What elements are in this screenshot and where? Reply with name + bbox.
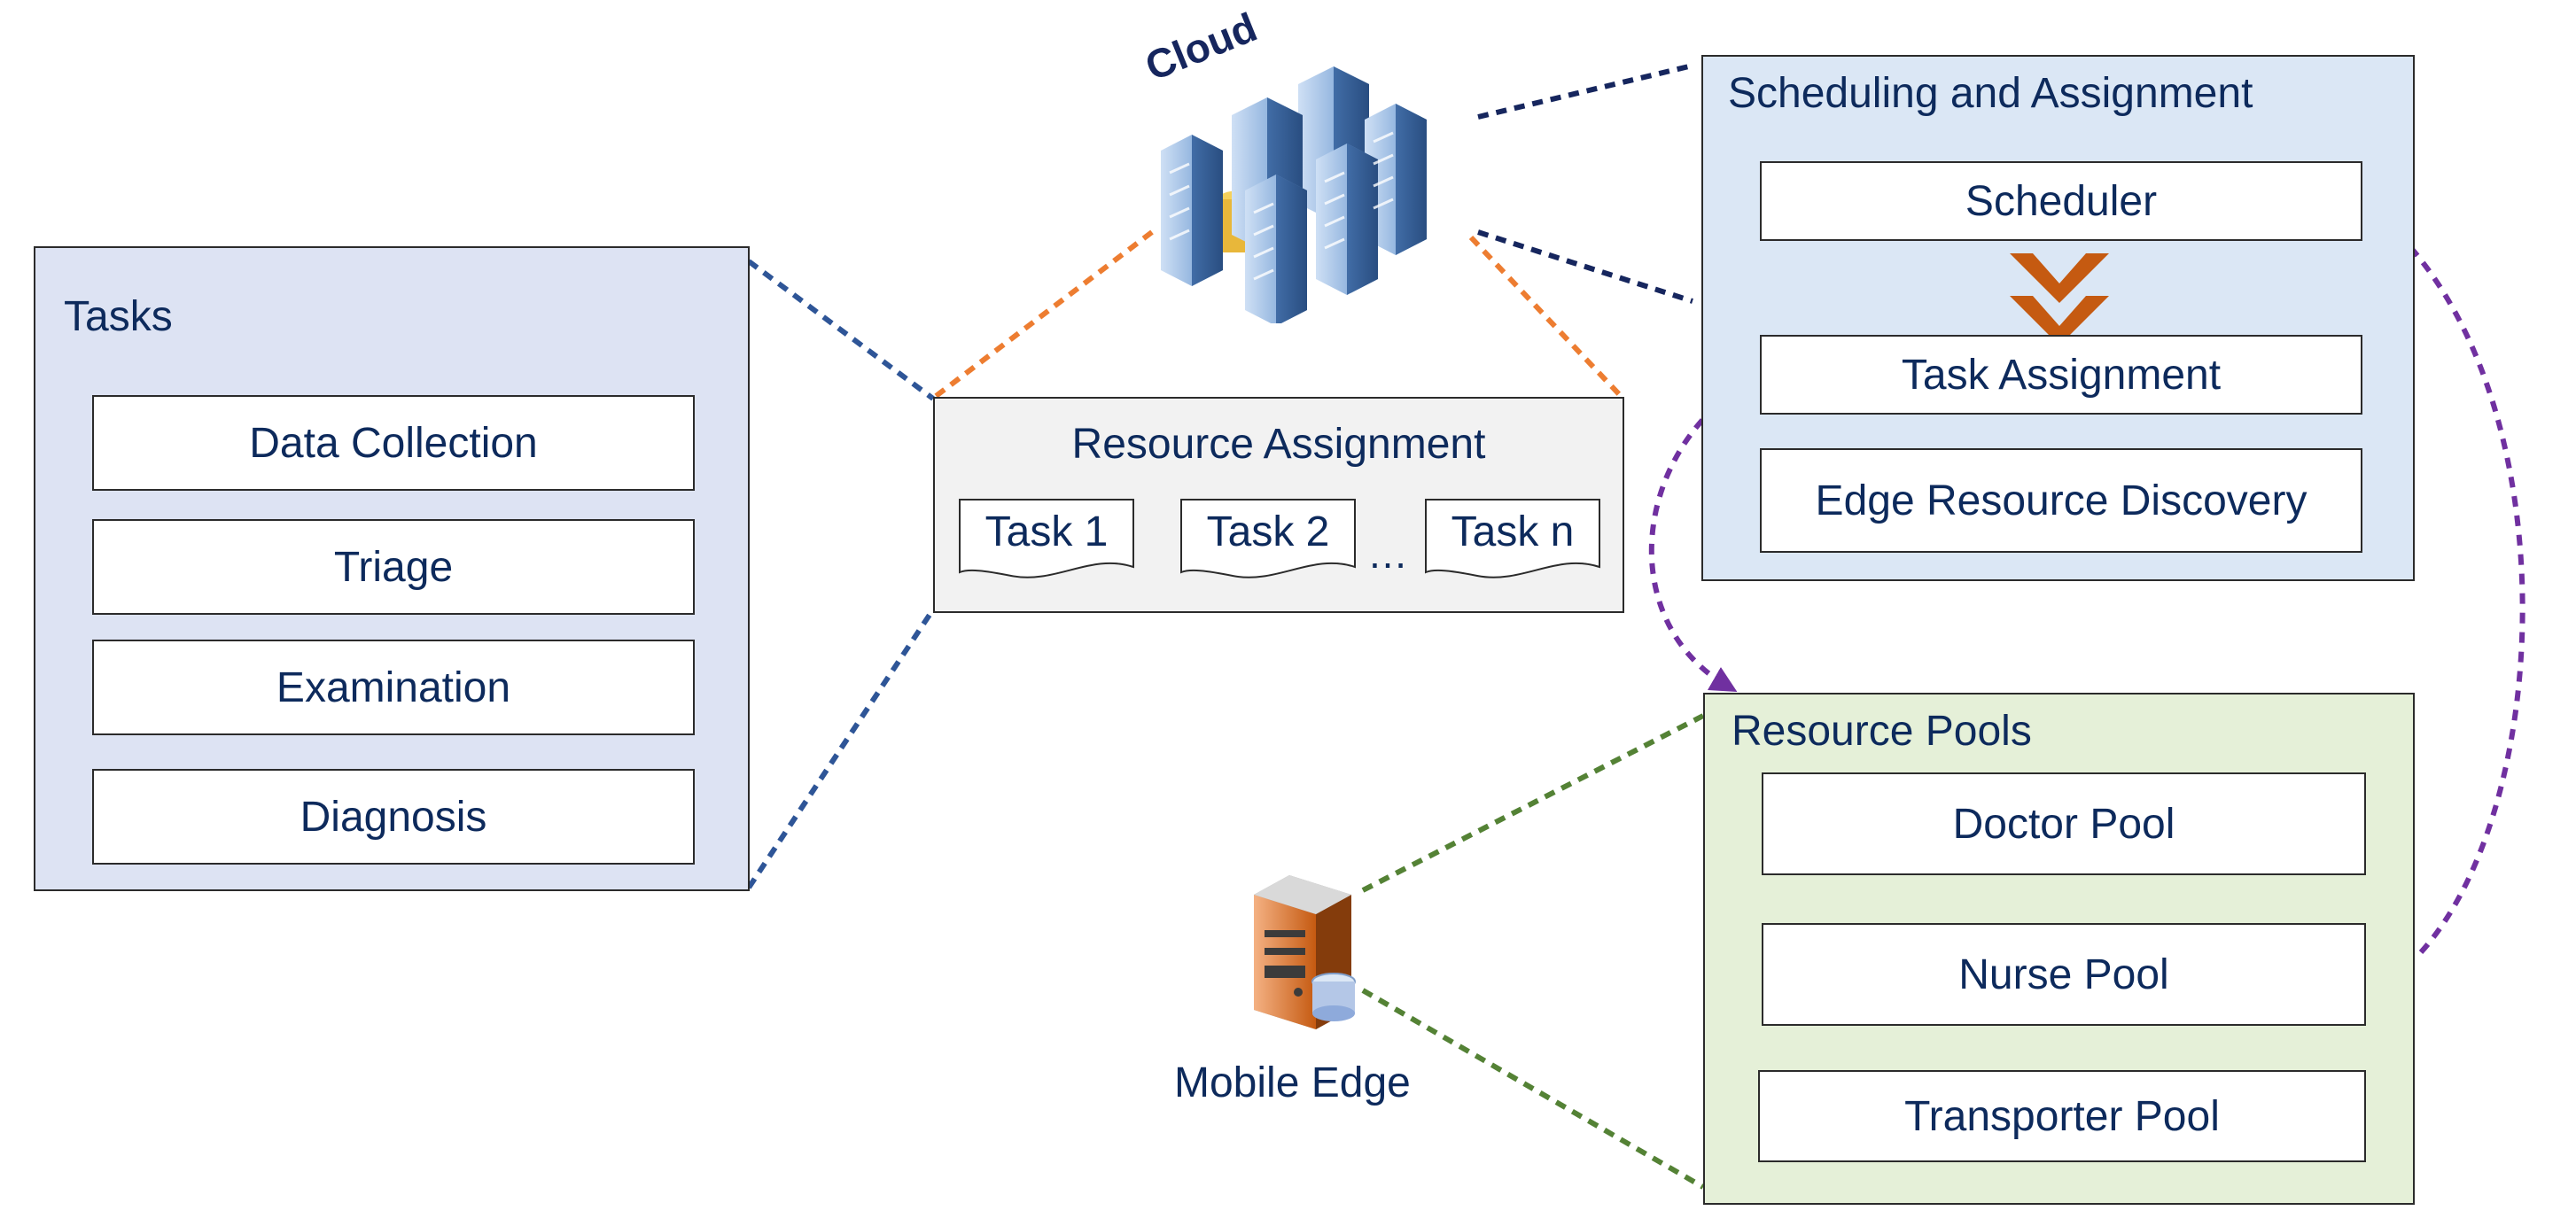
resource-pools-panel: Resource Pools Doctor Pool Nurse Pool Tr…: [1703, 693, 2415, 1205]
tasks-panel: Tasks Data Collection Triage Examination…: [34, 246, 750, 891]
cloud-servers-icon: [1152, 49, 1471, 326]
task-doc-n: Task n: [1424, 498, 1601, 583]
chevron-down-icon: [2006, 248, 2113, 354]
task-item-data-collection: Data Collection: [92, 395, 695, 491]
task-doc-ellipsis: …: [1367, 531, 1408, 577]
task-item-triage: Triage: [92, 519, 695, 615]
nurse-pool-box: Nurse Pool: [1762, 923, 2366, 1026]
transporter-pool-box: Transporter Pool: [1758, 1070, 2366, 1162]
tasks-to-assignment-bottom-connector: [746, 608, 936, 889]
task-doc-n-label: Task n: [1451, 508, 1575, 555]
resource-pools-title: Resource Pools: [1732, 708, 2032, 755]
doctor-pool-box: Doctor Pool: [1762, 772, 2366, 875]
task-doc-1-label: Task 1: [984, 508, 1109, 555]
cloud-to-assignment-left-connector: [933, 229, 1154, 400]
cloud-to-scheduling-top-connector: [1477, 63, 1693, 120]
resource-assignment-panel: Resource Assignment Task 1 Task 2 … Task…: [933, 397, 1624, 613]
edge-to-pools-top-connector: [1361, 713, 1705, 893]
task-doc-2-label: Task 2: [1206, 508, 1330, 555]
task-item-examination: Examination: [92, 640, 695, 735]
tasks-to-assignment-top-connector: [747, 259, 935, 401]
scheduling-panel: Scheduling and Assignment Scheduler Task…: [1701, 55, 2415, 581]
task-doc-2: Task 2: [1179, 498, 1357, 583]
task-assignment-box: Task Assignment: [1760, 335, 2362, 415]
mobile-edge-label: Mobile Edge: [1174, 1059, 1411, 1106]
resource-assignment-title: Resource Assignment: [1071, 421, 1486, 468]
cloud-to-assignment-right-connector: [1468, 235, 1623, 398]
scheduling-title: Scheduling and Assignment: [1728, 70, 2253, 117]
edge-to-pools-bottom-connector: [1361, 988, 1705, 1190]
cloud-to-scheduling-bottom-connector: [1477, 229, 1693, 304]
task-doc-1: Task 1: [958, 498, 1135, 583]
edge-resource-discovery-box: Edge Resource Discovery: [1760, 448, 2362, 553]
pools-to-scheduler-arrow: [2353, 195, 2525, 955]
task-item-diagnosis: Diagnosis: [92, 769, 695, 865]
tasks-title: Tasks: [64, 293, 173, 340]
mobile-edge-server-icon: [1245, 868, 1369, 1032]
scheduler-box: Scheduler: [1760, 161, 2362, 241]
